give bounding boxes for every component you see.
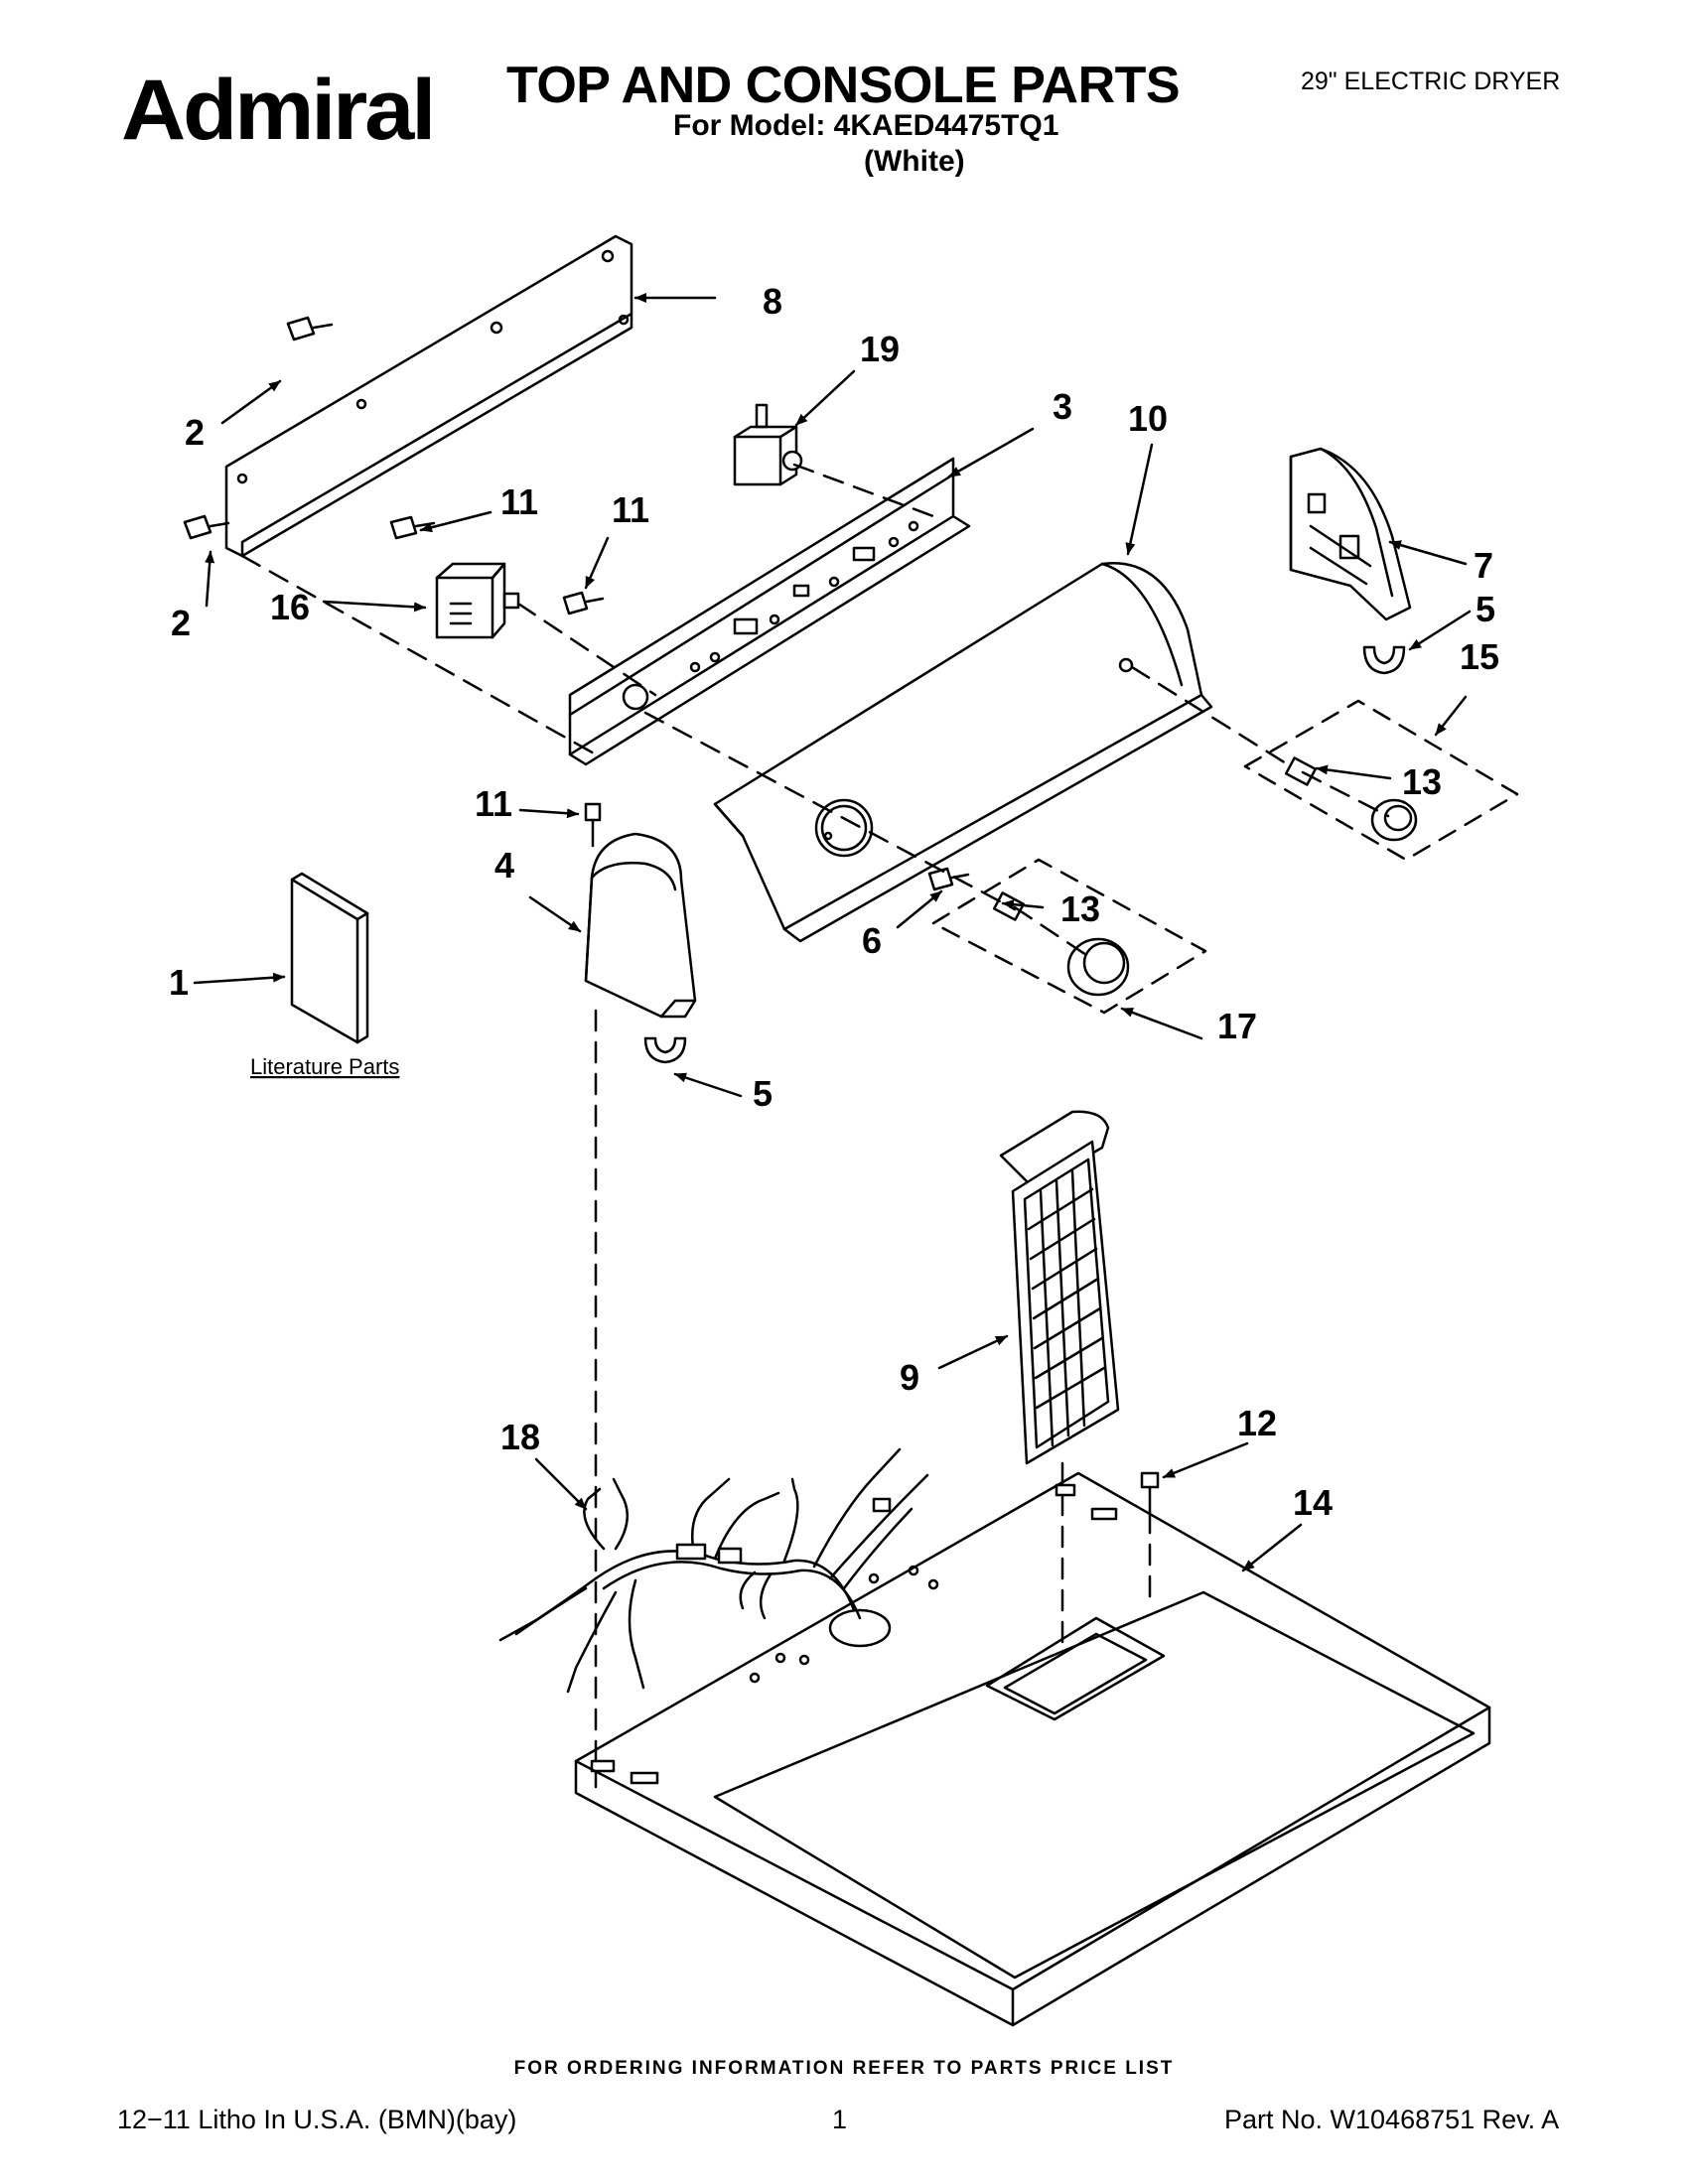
callout-19: 19 [860,329,900,369]
part-7-end-cap-right [1289,447,1412,621]
part-17-knob-assembly [931,858,1207,1015]
callout-16: 16 [270,587,310,627]
part-10-console [713,561,1213,943]
leader-arrows [193,293,1472,1572]
part-2-screw-lower [183,514,230,540]
part-14-top-panel [574,1471,1491,2027]
callout-2-lower: 2 [171,603,191,643]
part-2-screw-upper [286,316,334,341]
page-title: TOP AND CONSOLE PARTS [506,57,1181,114]
part-6-screw [927,867,970,891]
callout-8: 8 [763,281,782,322]
callout-3: 3 [1053,386,1072,427]
part-12-screw [1140,1471,1160,1515]
callout-5-right: 5 [1476,589,1495,629]
part-16-control [435,562,520,639]
part-5-clip-right [1362,645,1406,675]
color-variant: (White) [864,145,965,178]
part-9-lint-screen [999,1110,1120,1465]
callout-17: 17 [1217,1006,1257,1046]
callout-labels: 8 19 3 10 2 11 11 7 16 2 5 15 13 11 4 13… [169,281,1499,1523]
ordering-note: FOR ORDERING INFORMATION REFER TO PARTS … [513,2058,1175,2079]
part-4-end-cap-left [584,832,697,1019]
literature-parts-caption: Literature Parts [250,1054,399,1079]
callout-18: 18 [500,1417,540,1457]
callout-5-left: 5 [753,1073,773,1114]
part-3-control-bracket [568,457,971,766]
callout-11-center: 11 [612,489,649,530]
part-15-knob-assembly [1243,699,1519,862]
callout-11-left: 11 [500,481,538,522]
callout-1: 1 [169,962,189,1003]
part-11-screw-lower [584,802,602,848]
part-8-console-rear-panel [224,234,633,558]
callout-6: 6 [862,920,882,961]
callout-14: 14 [1293,1482,1333,1523]
callout-4: 4 [494,845,514,886]
part-19-component [733,403,803,486]
callout-7: 7 [1474,545,1493,586]
brand-logo: Admiral [121,63,436,158]
callout-11-lower: 11 [475,783,512,824]
page-number: 1 [832,2105,848,2134]
part-13-knob-insert-center [992,891,1026,921]
callout-13-right: 13 [1402,761,1442,802]
callout-15: 15 [1460,636,1499,677]
alignment-lines [240,463,1390,1789]
callout-13-center: 13 [1060,888,1100,929]
part-5-clip-left [643,1036,687,1064]
part-1-literature [290,872,369,1044]
callout-10: 10 [1128,398,1168,439]
part-11-screw-right [562,591,605,615]
part-number: Part No. W10468751 Rev. A [1224,2105,1560,2134]
callout-2-upper: 2 [185,412,205,453]
product-type: 29" ELECTRIC DRYER [1301,68,1561,95]
callout-9: 9 [900,1357,919,1398]
part-18-wire-harness [498,1447,929,1694]
litho-info: 12−11 Litho In U.S.A. (BMN)(bay) [117,2105,517,2134]
part-13-knob-insert-right [1284,756,1318,786]
model-number: For Model: 4KAED4475TQ1 [673,109,1059,142]
callout-12: 12 [1237,1403,1277,1443]
